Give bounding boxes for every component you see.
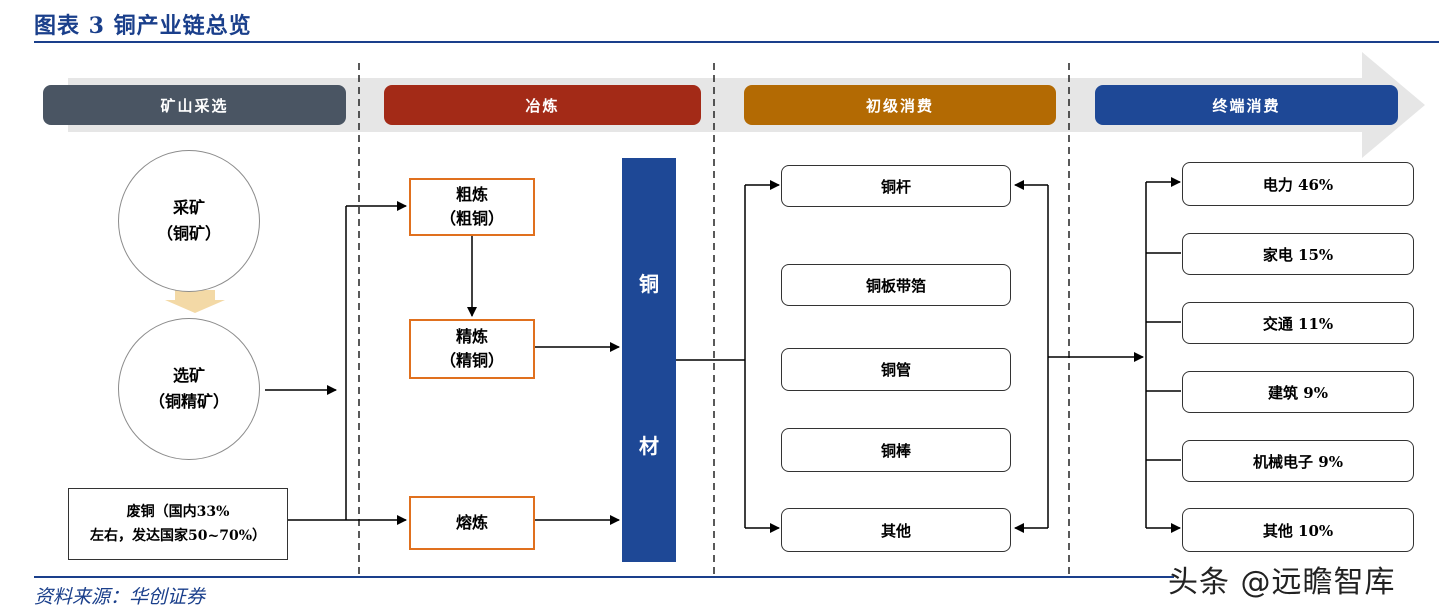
copper-bar-char-1: 铜 [639, 272, 659, 296]
down-arrow [165, 290, 225, 313]
melting-label: 熔炼 [455, 513, 488, 532]
beneficiation-sublabel: （铜精矿） [148, 392, 229, 411]
terminal-use-appliances: 家电 15% [1182, 233, 1414, 275]
mining-sublabel: （铜矿） [156, 224, 221, 243]
primary-product-tube: 铜管 [781, 348, 1011, 391]
beneficiation-circle: 选矿 （铜精矿） [118, 318, 260, 460]
scrap-copper-line2: 左右，发达国家50~70%） [90, 528, 266, 544]
mining-label: 采矿 [172, 198, 205, 217]
primary-product-strip-foil: 铜板带箔 [781, 264, 1011, 306]
page-title: 图表 3 铜产业链总览 [34, 13, 252, 39]
copper-material-bar: 铜 材 [622, 158, 676, 562]
terminal-use-machinery-electronics: 机械电子 9% [1182, 440, 1414, 482]
watermark: 头条 @远瞻智库 [1168, 565, 1396, 600]
terminal-use-power: 电力 46% [1182, 162, 1414, 206]
crude-smelting-label: 粗炼 [455, 185, 488, 204]
title-divider [34, 41, 1439, 43]
mining-circle: 采矿 （铜矿） [118, 150, 260, 292]
melting-box: 熔炼 [409, 496, 535, 550]
stage-mining: 矿山采选 [43, 85, 346, 125]
scrap-copper-box: 废铜（国内33% 左右，发达国家50~70%） [68, 488, 288, 560]
stage-primary-consumption: 初级消费 [744, 85, 1056, 125]
crude-smelting-box: 粗炼 （粗铜） [409, 178, 535, 236]
terminal-use-other: 其他 10% [1182, 508, 1414, 552]
footer-divider [34, 576, 1174, 578]
copper-bar-char-2: 材 [639, 434, 659, 458]
terminal-use-transport: 交通 11% [1182, 302, 1414, 344]
stage-terminal-consumption: 终端消费 [1095, 85, 1398, 125]
beneficiation-label: 选矿 [172, 366, 205, 385]
scrap-copper-line1: 废铜（国内33% [126, 504, 230, 520]
stage-smelting: 冶炼 [384, 85, 701, 125]
terminal-use-construction: 建筑 9% [1182, 371, 1414, 413]
primary-product-other: 其他 [781, 508, 1011, 552]
source-note: 资料来源：华创证券 [34, 586, 206, 608]
refining-box: 精炼 （精铜） [409, 319, 535, 379]
crude-smelting-sublabel: （粗铜） [439, 209, 504, 228]
refining-sublabel: （精铜） [439, 351, 504, 370]
refining-label: 精炼 [455, 327, 488, 346]
primary-product-rod: 铜杆 [781, 165, 1011, 207]
primary-product-bar: 铜棒 [781, 428, 1011, 472]
